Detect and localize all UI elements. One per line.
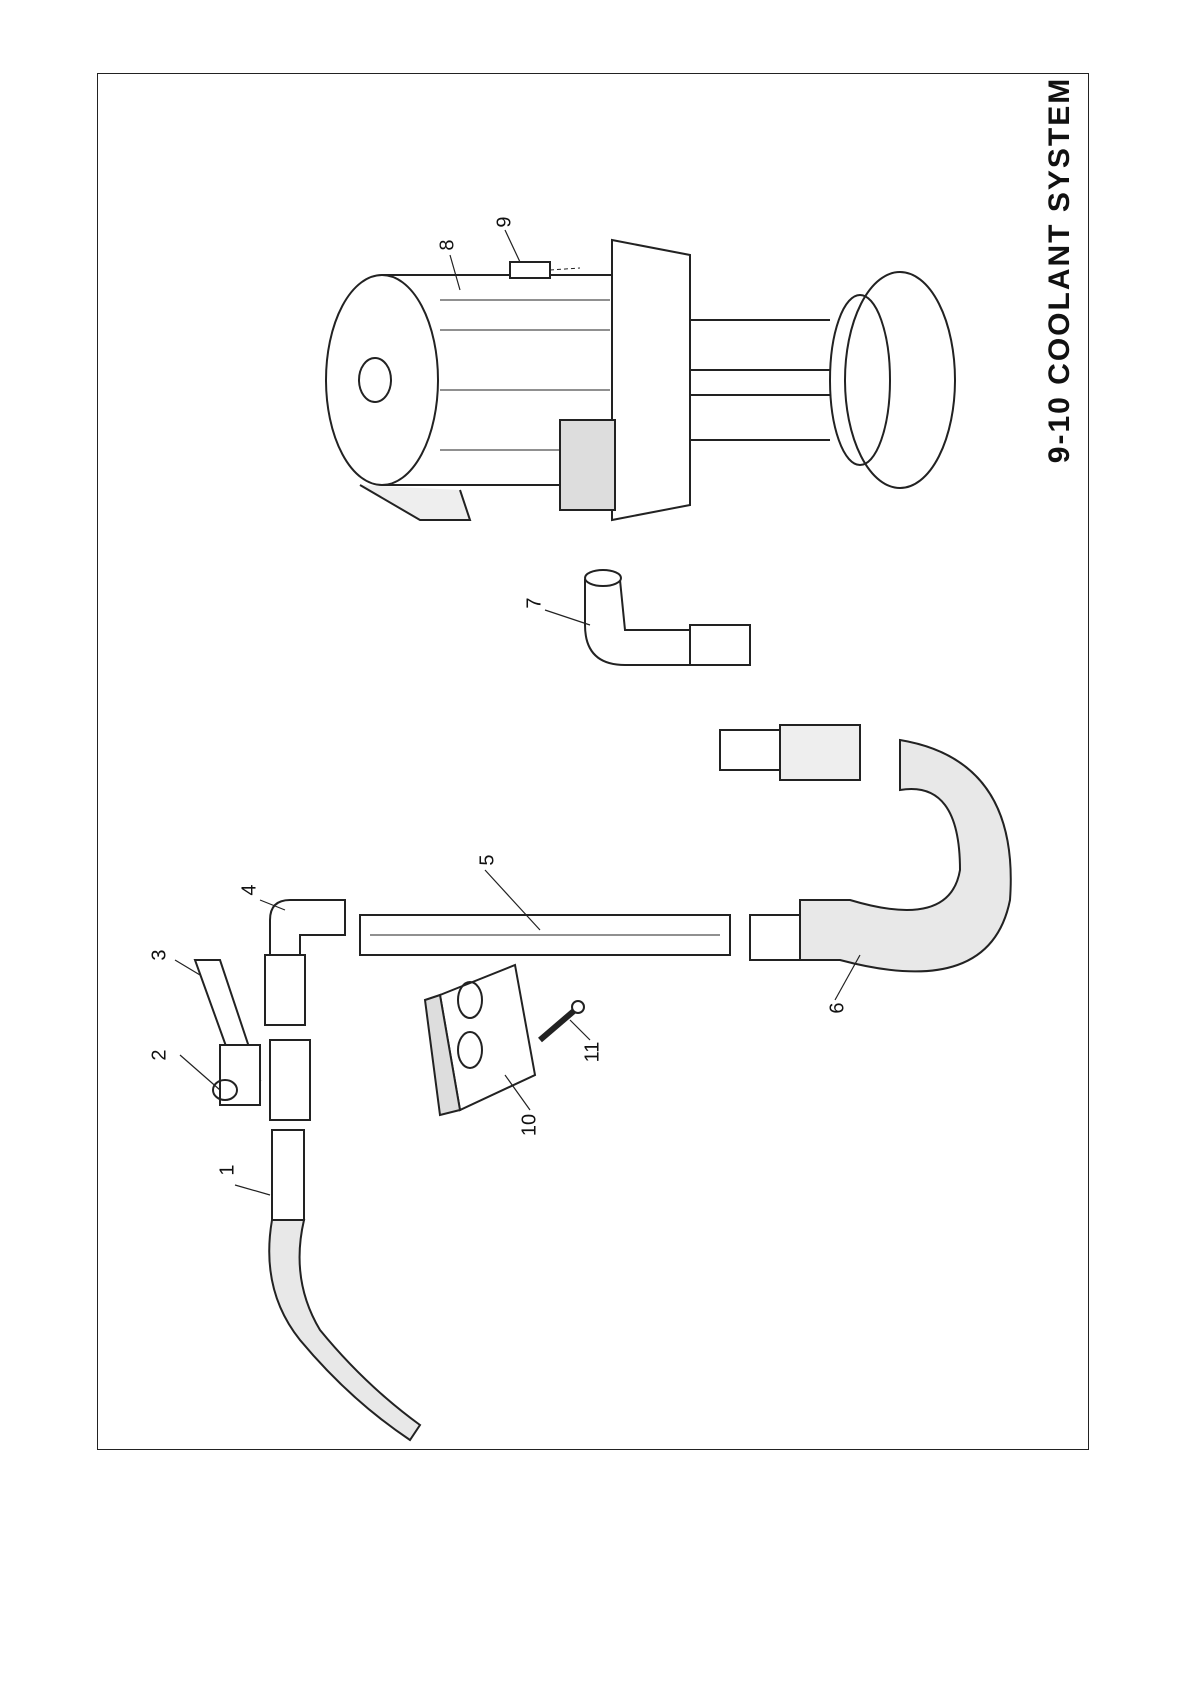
elbow-4-drawing [265, 900, 345, 1025]
callout-9: 9 [494, 216, 517, 227]
pump-assembly-drawing [326, 240, 955, 520]
callout-7: 7 [524, 597, 547, 608]
callout-5: 5 [477, 854, 500, 865]
callout-2: 2 [149, 1049, 172, 1060]
callout-4: 4 [239, 884, 262, 895]
callout-1: 1 [217, 1164, 240, 1175]
callout-10: 10 [519, 1114, 542, 1136]
pipe-5-drawing [360, 915, 730, 955]
valve-body-2-drawing [213, 1040, 310, 1120]
flexible-nozzle-1-drawing [269, 1130, 420, 1440]
callout-6: 6 [827, 1002, 850, 1013]
callout-3: 3 [149, 949, 172, 960]
callout-11: 11 [582, 1042, 605, 1063]
elbow-fitting-7-drawing [585, 570, 750, 665]
screw-11-drawing [540, 1001, 584, 1040]
callout-8: 8 [437, 239, 460, 250]
flexible-hose-6-drawing [720, 725, 1011, 971]
mounting-block-10-drawing [425, 965, 535, 1115]
